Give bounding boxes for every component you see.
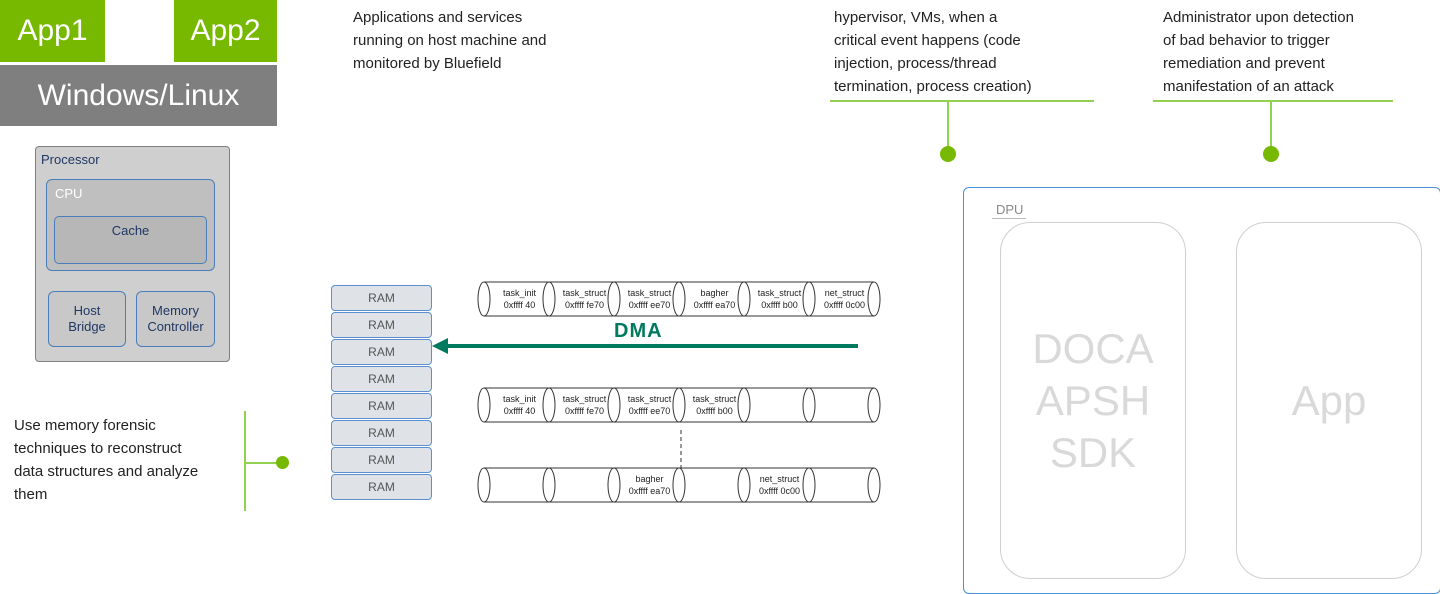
memory-cell-name: task_struct <box>563 288 607 298</box>
memory-cell-divider <box>672 387 686 423</box>
forensic-callout-dot <box>276 456 289 469</box>
dma-arrow <box>432 338 858 354</box>
os-label: Windows/Linux <box>37 78 240 112</box>
memory-row-1: task_init 0xffff 40 task_struct 0xffff fe70… <box>477 281 881 317</box>
host-bridge-label: Host Bridge <box>68 303 106 334</box>
memory-cell-address: 0xffff 0c00 <box>759 486 800 496</box>
os-box: Windows/Linux <box>0 65 277 126</box>
memory-cell-divider <box>737 387 751 423</box>
memory-cell-name: task_struct <box>628 394 672 404</box>
doca-apsh-sdk-label: DOCA APSH SDK <box>1032 324 1154 476</box>
dpu-app-label: App <box>1291 376 1367 424</box>
memory-cell-name: bagher <box>635 474 663 484</box>
cpu-label: CPU <box>55 186 83 201</box>
memory-cell-divider <box>542 467 556 503</box>
memory-row-3: bagher 0xffff ea70 net_struct 0xffff 0c00 <box>477 467 881 503</box>
hypervisor-callout-stem <box>947 101 949 151</box>
memory-forensic-description: Use memory forensic techniques to recons… <box>14 417 199 503</box>
dpu-label-underline <box>992 218 1026 219</box>
memory-cell-divider <box>672 281 686 317</box>
cache-box: Cache <box>54 216 207 264</box>
hypervisor-callout-dot <box>940 146 956 162</box>
apps-services-description: Applications and services running on hos… <box>353 9 547 72</box>
memory-cell-name: task_struct <box>693 394 737 404</box>
memory-cell-address: 0xffff b00 <box>761 300 798 310</box>
memory-cell-divider <box>672 467 686 503</box>
administrator-callout-line <box>1153 100 1393 102</box>
row-left-cap <box>477 281 491 317</box>
app1-box: App1 <box>0 0 105 62</box>
memory-cell-divider <box>737 467 751 503</box>
host-bridge-box: Host Bridge <box>48 291 126 347</box>
memory-cell-address: 0xffff fe70 <box>565 300 604 310</box>
memory-rows-diagram: task_init 0xffff 40 task_struct 0xffff fe70… <box>477 281 881 503</box>
memory-cell-divider <box>607 281 621 317</box>
memory-cell-divider <box>737 281 751 317</box>
forensic-callout-bracket <box>244 411 246 511</box>
memory-cell-address: 0xffff fe70 <box>565 406 604 416</box>
dma-label: DMA <box>614 320 663 342</box>
memory-controller-label: Memory Controller <box>147 303 204 334</box>
processor-box: Processor CPU Cache Host Bridge Memory C… <box>35 146 230 362</box>
memory-cell-divider <box>802 281 816 317</box>
administrator-callout-dot <box>1263 146 1279 162</box>
app2-box: App2 <box>174 0 277 62</box>
dpu-box: DPU DOCA APSH SDK App <box>963 187 1440 594</box>
administrator-description: Administrator upon detection of bad beha… <box>1163 9 1354 95</box>
hypervisor-callout-line <box>830 100 1094 102</box>
ram-cell: RAM <box>331 366 432 392</box>
administrator-callout-stem <box>1270 101 1272 151</box>
memory-cell-divider <box>867 387 881 423</box>
memory-cell-divider <box>802 387 816 423</box>
doca-apsh-sdk-box: DOCA APSH SDK <box>1000 222 1186 579</box>
memory-cell-name: net_struct <box>825 288 865 298</box>
memory-controller-box: Memory Controller <box>136 291 215 347</box>
memory-cell-address: 0xffff ea70 <box>629 486 671 496</box>
row-left-cap <box>477 387 491 423</box>
dpu-label: DPU <box>996 202 1024 217</box>
memory-cell-divider <box>867 281 881 317</box>
dpu-app-box: App <box>1236 222 1422 579</box>
memory-cell-divider <box>867 467 881 503</box>
memory-cell-divider <box>802 467 816 503</box>
memory-cell-name: bagher <box>700 288 728 298</box>
memory-cell-address: 0xffff b00 <box>696 406 733 416</box>
memory-cell-name: task_struct <box>758 288 802 298</box>
memory-cell-name: task_init <box>503 288 537 298</box>
cpu-box: CPU Cache <box>46 179 215 271</box>
memory-cell-name: task_struct <box>628 288 672 298</box>
ram-cell: RAM <box>331 447 432 473</box>
memory-cell-name: net_struct <box>760 474 800 484</box>
memory-cell-address: 0xffff 40 <box>504 406 536 416</box>
memory-cell-divider <box>607 467 621 503</box>
memory-cell-address: 0xffff ee70 <box>629 300 671 310</box>
ram-cell: RAM <box>331 393 432 419</box>
ram-cell: RAM <box>331 312 432 338</box>
memory-cell-address: 0xffff ea70 <box>694 300 736 310</box>
hypervisor-event-description: hypervisor, VMs, when a critical event h… <box>834 9 1032 95</box>
memory-row-2: task_init 0xffff 40 task_struct 0xffff fe70… <box>477 387 881 423</box>
memory-cell-name: task_struct <box>563 394 607 404</box>
app1-label: App1 <box>17 14 88 47</box>
memory-cell-address: 0xffff ee70 <box>629 406 671 416</box>
app2-label: App2 <box>190 14 261 47</box>
memory-cell-name: task_init <box>503 394 537 404</box>
ram-cell: RAM <box>331 285 432 311</box>
memory-cell-divider <box>607 387 621 423</box>
memory-cell-address: 0xffff 40 <box>504 300 536 310</box>
forensic-callout-stem <box>244 462 280 464</box>
memory-cell-divider <box>542 281 556 317</box>
ram-cell: RAM <box>331 474 432 500</box>
memory-cell-divider <box>542 387 556 423</box>
processor-label: Processor <box>41 152 100 167</box>
ram-cell: RAM <box>331 339 432 365</box>
ram-stack: RAM RAM RAM RAM RAM RAM RAM RAM <box>331 285 432 500</box>
row-left-cap <box>477 467 491 503</box>
ram-cell: RAM <box>331 420 432 446</box>
memory-cell-address: 0xffff 0c00 <box>824 300 865 310</box>
cache-label: Cache <box>111 223 150 238</box>
